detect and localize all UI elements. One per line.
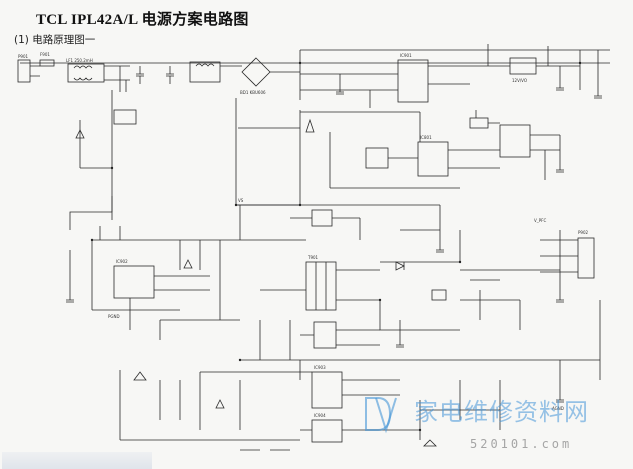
mosfet-block [311, 209, 333, 227]
label-vout-top: 12V/VO [512, 78, 527, 83]
label-ic-bottom: IC903 [314, 365, 326, 370]
label-fuse: F901 [40, 52, 50, 57]
ic-bottom-2 [311, 419, 343, 443]
main-transformer [305, 261, 337, 311]
ic-bottom [311, 371, 343, 409]
fuse-symbol [39, 59, 55, 67]
regulator-top-right [509, 57, 537, 75]
ic-top [397, 59, 429, 103]
inductor-left [113, 109, 137, 125]
ic-pfc [113, 265, 155, 299]
optocoupler [365, 147, 389, 169]
emi-filter [67, 63, 105, 83]
watermark-text: 家电维修资料网 [414, 398, 589, 426]
label-conn: P902 [578, 230, 589, 235]
label-gnd: PGND [108, 314, 120, 319]
label-inlet: P901 [18, 54, 29, 59]
label-ic-mid: IC801 [420, 135, 432, 140]
emi-filter-2 [189, 61, 221, 83]
watermark-logo-icon [365, 397, 397, 434]
label-ic-top: IC901 [400, 53, 412, 58]
watermark-url: 520101.com [470, 437, 573, 451]
bridge-rectifier [241, 57, 271, 87]
label-agnd: AGND [552, 406, 564, 411]
page-title: TCL IPL42A/L 电源方案电路图 [36, 12, 249, 28]
label-ic-pfc: IC902 [116, 259, 128, 264]
scan-stamp [2, 452, 152, 469]
output-connector [577, 237, 595, 279]
label-vpfc: V_PFC [534, 218, 546, 223]
label-ic-bottom-2: IC904 [314, 413, 326, 418]
label-vs: VS [238, 198, 244, 203]
driver-transformer [313, 321, 337, 349]
label-bridge: BD1 KBU606 [240, 90, 266, 95]
ic-mid [417, 141, 449, 177]
label-lf: LF1 250.2mH [66, 58, 93, 63]
section-subtitle: (1) 电路原理图一 [14, 34, 96, 46]
ac-inlet-connector [17, 59, 31, 83]
label-transformer: T901 [307, 255, 319, 260]
